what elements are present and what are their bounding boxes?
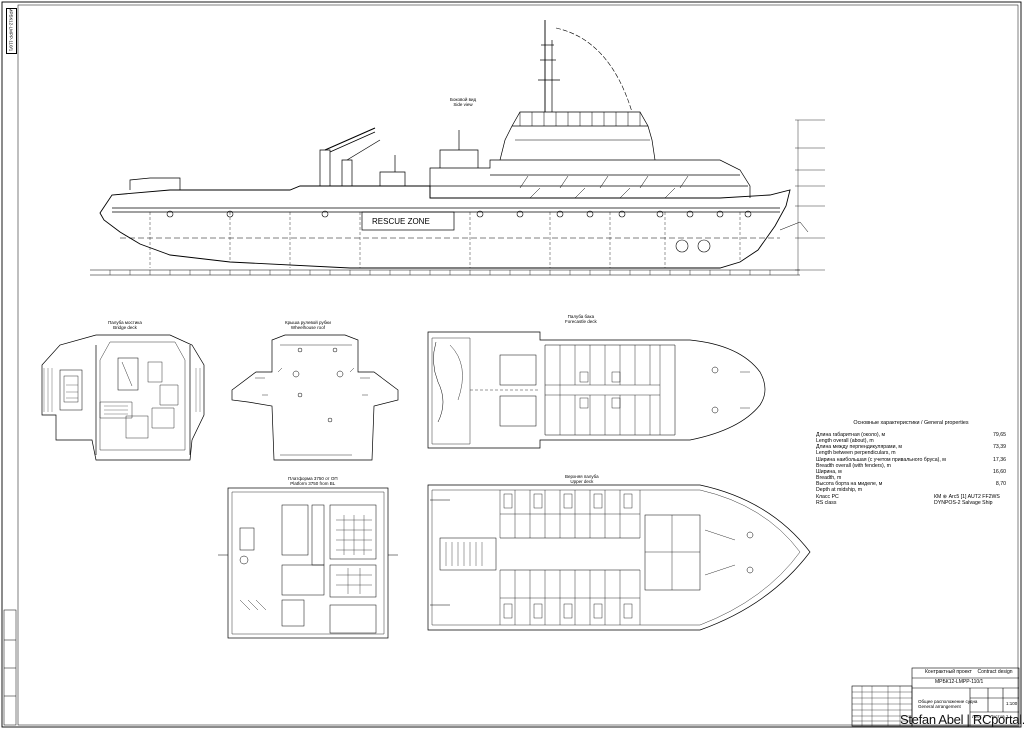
rescue-zone-label: RESCUE ZONE [372,217,430,226]
property-label-en: Length between perpendiculars, m [816,450,896,457]
title-block-grid [851,667,1020,727]
property-value: 79,65 [993,432,1006,439]
watermark: Stefan Abel | RCportal.sk [900,712,1024,727]
general-properties-table: Основные характеристики / General proper… [816,420,1006,506]
property-row: Ширина, м Breadth, m 16,60 [816,469,1006,481]
class-label-en: RS class [816,499,837,506]
property-row: Длина габаритная (около), м Length overa… [816,432,1006,444]
class-notation-2: DYNPOS-2 Salvage Ship [934,499,993,506]
bridge-deck-label-en: Bridge deck [113,325,137,330]
forecastle-deck-label: Палуба бака Forecastle deck [565,314,597,324]
upper-deck-plan [427,484,811,631]
upper-deck-label-en: Upper deck [570,479,594,484]
property-value: 17,36 [993,456,1006,463]
project-en: Contract design [977,669,1013,675]
property-value: 73,39 [993,444,1006,451]
property-row: Ширина наибольшая (с учетом привального … [816,457,1006,469]
class-notation: КМ ⊛ Arc5 [1] AUT2 FF2WS [934,493,1000,500]
property-value: 16,60 [993,468,1006,475]
bridge-deck-label-ru: Палуба мостика [108,320,142,325]
drawing-number-box: МРБК12-LMPP-110/1 [6,8,17,54]
property-row: Длина между перпендикулярами, м Length b… [816,444,1006,456]
platform-plan [218,487,398,639]
title-en: General arrangement [918,704,961,709]
platform-label-en: Platform 3750 from BL [290,481,336,486]
upper-deck-label: Верхняя палуба Upper deck [565,474,599,484]
property-label-ru: Ширина наибольшая (с учетом привального … [816,456,946,463]
property-value: 8,70 [995,481,1006,488]
wheelhouse-roof-label: Крыша рулевой рубки Wheelhouse roof [285,320,331,330]
property-row-class: Класс РС RS class КМ ⊛ Arc5 [1] AUT2 FF2… [816,494,1006,506]
property-label-ru: Ширина, м [816,468,842,475]
platform-label: Платформа 3750 от ОП Platform 3750 from … [288,476,338,486]
wheelhouse-roof-plan [231,334,399,461]
upper-deck-label-ru: Верхняя палуба [565,474,599,479]
title-block-project: Контрактный проект Contract design [925,670,1013,675]
forecastle-deck-label-ru: Палуба бака [567,314,595,319]
title-block-drawing-number: МРБК12-LMPP-110/1 [935,679,984,685]
wheelhouse-roof-label-ru: Крыша рулевой рубки [285,320,331,325]
property-label-ru: Высота борта на миделе, м [816,481,883,488]
drawing-number-rotated: МРБК12-LMPP-110/1 [8,7,14,52]
property-label-en: Breadth, m [816,475,842,482]
title-block-scale: 1:100 [1006,701,1018,706]
wheelhouse-roof-label-en: Wheelhouse roof [290,325,325,330]
project-ru: Контрактный проект [925,669,972,675]
left-margin-strip [3,609,17,726]
title-block-sheet: Лист 1 [972,714,986,719]
bridge-deck-plan [41,334,205,461]
property-label-en: Length overall (about), m [816,438,874,445]
forecastle-deck-label-en: Forecastle deck [565,319,597,324]
class-label-ru: Класс РС [816,493,839,500]
property-label-ru: Длина габаритная (около), м [816,432,886,439]
property-label-en: Depth at midship, m [816,487,863,494]
side-view-label: Боковой вид Side view [450,97,476,107]
property-row: Высота борта на миделе, м Depth at midsh… [816,481,1006,493]
property-label-ru: Длина между перпендикулярами, м [816,444,902,451]
forecastle-deck-plan [427,331,766,449]
general-properties-title: Основные характеристики / General proper… [853,420,969,426]
platform-label-ru: Платформа 3750 от ОП [288,476,338,481]
side-view-label-ru: Боковой вид [450,97,477,102]
title-block-sheets: Листов 1 [990,714,1009,719]
title-block-title: Общее расположение судна General arrange… [918,699,977,709]
property-label-en: Breadth overall (with fenders), m [816,462,891,469]
side-view-label-en: Side view [453,102,473,107]
side-view [90,20,825,276]
bridge-deck-label: Палуба мостика Bridge deck [108,320,142,330]
title-ru: Общее расположение судна [918,699,978,704]
